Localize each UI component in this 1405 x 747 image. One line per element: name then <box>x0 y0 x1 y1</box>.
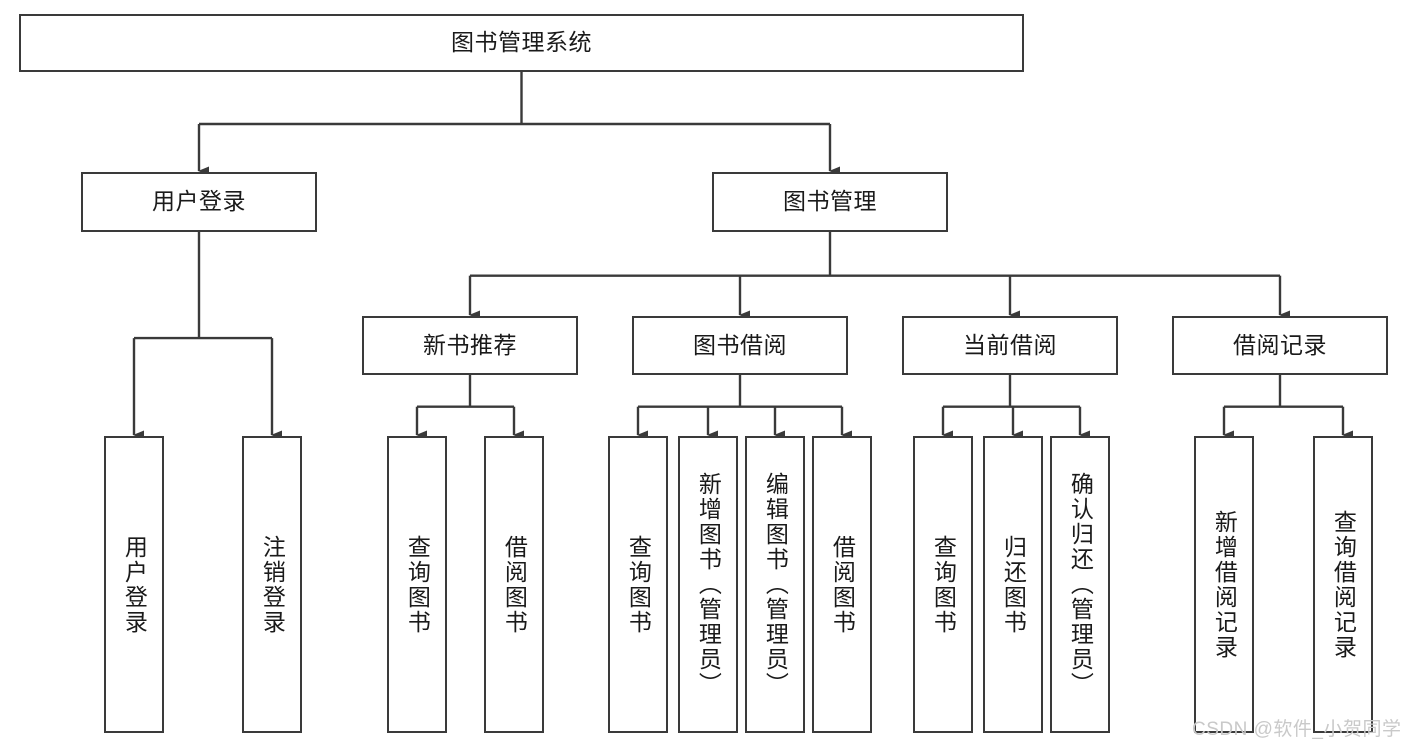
leaf-query-book-current[interactable]: 查询图书 <box>913 436 973 733</box>
node-label: 用户登录 <box>152 188 246 215</box>
leaf-return-book[interactable]: 归还图书 <box>983 436 1043 733</box>
node-label: 图书管理 <box>783 188 877 215</box>
node-book-management[interactable]: 图书管理 <box>712 172 948 232</box>
node-label: 归还图书 <box>1000 534 1027 635</box>
node-book-borrow[interactable]: 图书借阅 <box>632 316 848 375</box>
node-user-login[interactable]: 用户登录 <box>81 172 317 232</box>
node-label: 确认归还（管理员） <box>1067 472 1094 697</box>
node-label: 图书管理系统 <box>451 29 592 56</box>
watermark: CSDN @软件_小贺同学 <box>1192 719 1402 740</box>
leaf-borrow-book-recommend[interactable]: 借阅图书 <box>484 436 544 733</box>
node-label: 新书推荐 <box>423 331 517 358</box>
node-label: 借阅图书 <box>501 534 528 635</box>
node-label: 查询借阅记录 <box>1330 509 1357 660</box>
node-label: 借阅记录 <box>1233 331 1327 358</box>
connector-lines <box>132 72 1353 440</box>
node-new-book-recommend[interactable]: 新书推荐 <box>362 316 578 375</box>
leaf-confirm-return[interactable]: 确认归还（管理员） <box>1050 436 1110 733</box>
leaf-edit-book[interactable]: 编辑图书（管理员） <box>745 436 805 733</box>
leaf-user-login[interactable]: 用户登录 <box>104 436 164 733</box>
leaf-query-book-borrow[interactable]: 查询图书 <box>608 436 668 733</box>
node-label: 编辑图书（管理员） <box>762 472 789 697</box>
node-label: 图书借阅 <box>693 331 787 358</box>
leaf-add-book[interactable]: 新增图书（管理员） <box>678 436 738 733</box>
node-label: 当前借阅 <box>963 331 1057 358</box>
leaf-query-book-recommend[interactable]: 查询图书 <box>387 436 447 733</box>
leaf-add-borrow-record[interactable]: 新增借阅记录 <box>1194 436 1254 733</box>
node-current-borrow[interactable]: 当前借阅 <box>902 316 1118 375</box>
node-label: 查询图书 <box>930 534 957 635</box>
node-label: 借阅图书 <box>829 534 856 635</box>
node-label: 新增图书（管理员） <box>695 472 722 697</box>
node-label: 新增借阅记录 <box>1211 509 1238 660</box>
node-label: 查询图书 <box>625 534 652 635</box>
node-borrow-record[interactable]: 借阅记录 <box>1172 316 1388 375</box>
node-label: 注销登录 <box>259 534 286 635</box>
node-root[interactable]: 图书管理系统 <box>19 14 1024 72</box>
leaf-borrow-book[interactable]: 借阅图书 <box>812 436 872 733</box>
leaf-logout[interactable]: 注销登录 <box>242 436 302 733</box>
node-label: 用户登录 <box>121 534 148 635</box>
node-label: 查询图书 <box>404 534 431 635</box>
leaf-query-borrow-record[interactable]: 查询借阅记录 <box>1313 436 1373 733</box>
